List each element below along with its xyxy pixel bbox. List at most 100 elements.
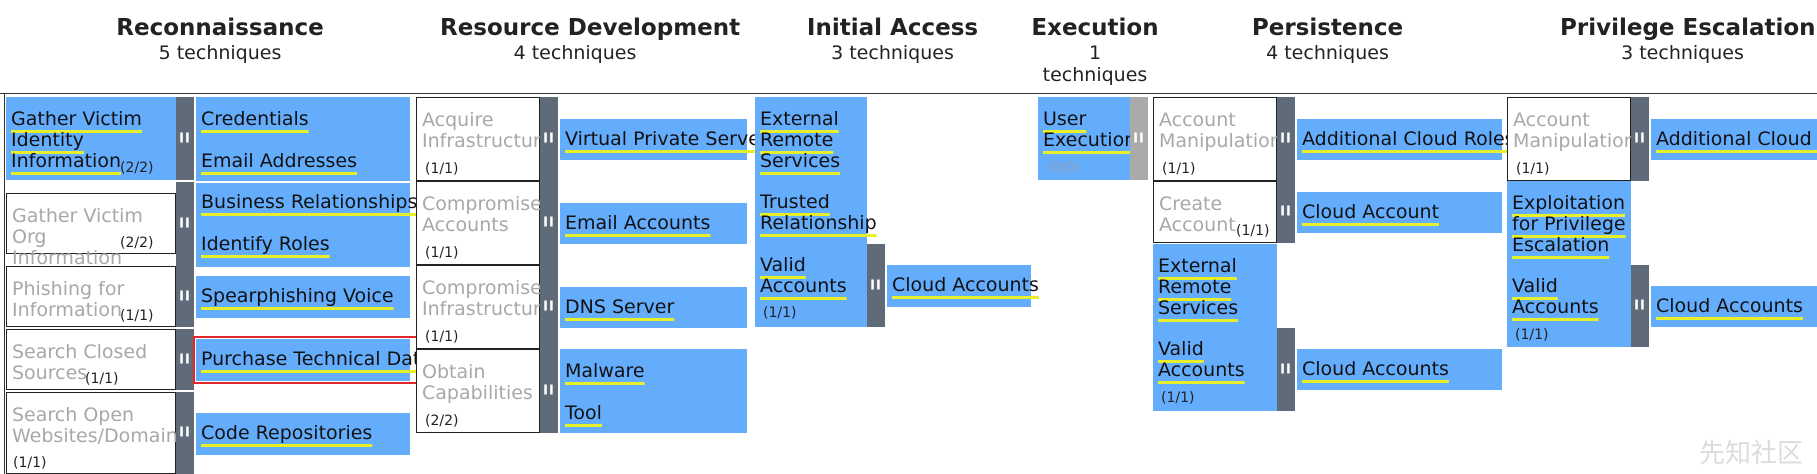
subtechnique-dns-server[interactable]: DNS Server bbox=[560, 287, 747, 328]
subtechnique-toggle-handle[interactable]: II bbox=[540, 349, 558, 433]
technique-acquire-infrastructure[interactable]: Acquire Infrastructure (1/1) bbox=[416, 97, 552, 181]
technique-name-line: Valid bbox=[1512, 275, 1558, 297]
subtechnique-toggle-handle[interactable]: II bbox=[176, 97, 194, 180]
technique-name-line: for Privilege bbox=[1512, 213, 1626, 235]
subtechnique-toggle-handle[interactable]: II bbox=[176, 329, 194, 390]
subtechnique-toggle-handle[interactable]: II bbox=[176, 182, 194, 266]
subtechnique-count: (0/0) bbox=[1046, 160, 1080, 176]
subtechnique-name: Business Relationships bbox=[201, 191, 418, 213]
subtechnique-email-accounts[interactable]: Email Accounts bbox=[560, 203, 747, 244]
technique-name-line: Account bbox=[1159, 214, 1236, 236]
subtechnique-spearphishing-voice[interactable]: Spearphishing Voice bbox=[196, 276, 410, 318]
technique-name-line: Remote bbox=[1158, 276, 1232, 298]
technique-name-line: Information bbox=[12, 299, 122, 321]
tactic-header-resource-development[interactable]: Resource Development 4 techniques bbox=[440, 14, 740, 64]
subtechnique-cloud-accounts[interactable]: Cloud Accounts bbox=[1651, 286, 1817, 327]
subtechnique-name: Email Accounts bbox=[565, 212, 711, 234]
technique-name-line: Account bbox=[1159, 109, 1236, 131]
technique-account-manipulation[interactable]: Account Manipulation (1/1) bbox=[1153, 97, 1282, 181]
subtechnique-cloud-accounts[interactable]: Cloud Accounts bbox=[1297, 349, 1502, 390]
handle-bars-icon: II bbox=[179, 425, 191, 441]
subtechnique-additional-cloud-roles[interactable]: Additional Cloud Roles bbox=[1651, 119, 1817, 160]
tactic-header-reconnaissance[interactable]: Reconnaissance 5 techniques bbox=[110, 14, 330, 64]
subtechnique-toggle-handle[interactable]: II bbox=[1130, 97, 1148, 180]
subtechnique-purchase-technical-data[interactable]: Purchase Technical Data bbox=[196, 339, 432, 381]
technique-valid-accounts[interactable]: Valid Accounts bbox=[1158, 339, 1245, 381]
technique-name-line: Execution bbox=[1043, 129, 1137, 151]
technique-name-line: Valid bbox=[1158, 338, 1204, 360]
subtechnique-virtual-private-server[interactable]: Virtual Private Server bbox=[560, 119, 768, 160]
handle-bars-icon: II bbox=[179, 216, 191, 232]
technique-compromise-accounts[interactable]: Compromise Accounts (1/1) bbox=[416, 181, 542, 265]
technique-user-execution[interactable]: User Execution (0/0) bbox=[1038, 97, 1136, 180]
subtechnique-toggle-handle[interactable]: II bbox=[540, 265, 558, 349]
subtechnique-count: (2/2) bbox=[425, 413, 459, 429]
tactic-header-persistence[interactable]: Persistence 4 techniques bbox=[1235, 14, 1420, 64]
subtechnique-toggle-handle[interactable]: II bbox=[176, 392, 194, 474]
technique-name-line: Websites/Domains bbox=[12, 425, 188, 447]
subtechnique-cloud-account[interactable]: Cloud Account bbox=[1297, 192, 1502, 233]
technique-name-line: Infrastructure bbox=[422, 130, 553, 152]
technique-name-line: Account bbox=[1513, 109, 1590, 131]
subtechnique-malware[interactable]: Malware Tool bbox=[560, 349, 747, 433]
tactic-header-initial-access[interactable]: Initial Access 3 techniques bbox=[800, 14, 985, 64]
technique-name-line: Phishing for bbox=[12, 278, 125, 300]
subtechnique-count: (1/1) bbox=[425, 245, 459, 261]
subtechnique-additional-cloud-roles[interactable]: Additional Cloud Roles bbox=[1297, 119, 1515, 160]
subtechnique-toggle-handle[interactable]: II bbox=[1277, 328, 1295, 411]
subtechnique-name: Purchase Technical Data bbox=[201, 348, 432, 370]
tactic-title: Reconnaissance bbox=[116, 15, 324, 41]
handle-bars-icon: II bbox=[1280, 362, 1292, 377]
handle-bars-icon: II bbox=[1634, 131, 1646, 147]
technique-compromise-infrastructure[interactable]: Compromise Infrastructure (1/1) bbox=[416, 265, 552, 349]
technique-name-line: Manipulation bbox=[1159, 130, 1282, 152]
technique-gather-victim-org-information[interactable]: Gather Victim Org Information (2/2) bbox=[6, 193, 176, 269]
handle-bars-icon: II bbox=[179, 352, 191, 367]
technique-external-remote-services[interactable]: External Remote Services Trusted Relatio… bbox=[755, 97, 877, 327]
technique-name-line: Escalation bbox=[1512, 234, 1610, 256]
subtechnique-toggle-handle[interactable]: II bbox=[540, 181, 558, 265]
subtechnique-toggle-handle[interactable]: II bbox=[1631, 97, 1649, 181]
tactic-header-execution[interactable]: Execution 1 techniques bbox=[1030, 14, 1160, 86]
subtechnique-count: (1/1) bbox=[1516, 161, 1550, 177]
technique-external-remote-services[interactable]: External Remote Services Valid Accounts … bbox=[1153, 244, 1277, 411]
tactic-technique-count: 3 techniques bbox=[831, 42, 954, 64]
subtechnique-name: Cloud Accounts bbox=[1302, 358, 1449, 380]
technique-valid-accounts[interactable]: Valid Accounts bbox=[1512, 276, 1599, 318]
subtechnique-count: (1/1) bbox=[1515, 327, 1549, 343]
technique-name-line: User bbox=[1043, 108, 1087, 130]
subtechnique-business-relationships[interactable]: Business Relationships Identify Roles bbox=[196, 183, 417, 267]
technique-create-account[interactable]: Create Account (1/1) bbox=[1153, 181, 1277, 243]
subtechnique-toggle-handle[interactable]: II bbox=[867, 244, 885, 327]
technique-name-line: Capabilities bbox=[422, 382, 533, 404]
technique-search-open-websites-domains[interactable]: Search Open Websites/Domains (1/1) bbox=[6, 392, 188, 474]
tactic-header-privilege-escalation[interactable]: Privilege Escalation 3 techniques bbox=[1560, 14, 1816, 64]
subtechnique-code-repositories[interactable]: Code Repositories bbox=[196, 413, 410, 455]
subtechnique-name: Code Repositories bbox=[201, 422, 373, 444]
technique-name-line: Sources bbox=[12, 362, 88, 384]
subtechnique-cloud-accounts[interactable]: Cloud Accounts bbox=[887, 265, 1039, 307]
technique-trusted-relationship[interactable]: Trusted Relationship bbox=[760, 192, 877, 234]
technique-obtain-capabilities[interactable]: Obtain Capabilities (2/2) bbox=[416, 349, 540, 433]
subtechnique-name: Cloud Accounts bbox=[892, 274, 1039, 296]
technique-exploitation-for-privilege-escalation[interactable]: Exploitation for Privilege Escalation Va… bbox=[1507, 181, 1631, 347]
subtechnique-name: Virtual Private Server bbox=[565, 128, 768, 150]
subtechnique-credentials[interactable]: Credentials Email Addresses bbox=[196, 97, 410, 181]
subtechnique-toggle-handle[interactable]: II bbox=[1631, 265, 1649, 347]
tactic-title: Persistence bbox=[1251, 15, 1404, 41]
subtechnique-toggle-handle[interactable]: II bbox=[176, 266, 194, 327]
subtechnique-count: (1/1) bbox=[425, 161, 459, 177]
technique-account-manipulation[interactable]: Account Manipulation (1/1) bbox=[1507, 97, 1636, 181]
subtechnique-count: (1/1) bbox=[120, 308, 154, 324]
subtechnique-toggle-handle[interactable]: II bbox=[1277, 97, 1295, 181]
technique-valid-accounts[interactable]: Valid Accounts bbox=[760, 255, 847, 297]
subtechnique-toggle-handle[interactable]: II bbox=[1277, 181, 1295, 243]
technique-phishing-for-information[interactable]: Phishing for Information (1/1) bbox=[6, 266, 176, 327]
subtechnique-toggle-handle[interactable]: II bbox=[540, 97, 558, 181]
handle-bars-icon: II bbox=[1280, 131, 1292, 147]
technique-name-line: Accounts bbox=[1158, 359, 1245, 381]
technique-name-line: Accounts bbox=[1512, 296, 1599, 318]
technique-search-closed-sources[interactable]: Search Closed Sources (1/1) bbox=[6, 329, 176, 390]
subtechnique-name: Identify Roles bbox=[201, 233, 330, 255]
technique-gather-victim-identity-information[interactable]: Gather Victim Identity Information (2/2) bbox=[6, 97, 176, 180]
